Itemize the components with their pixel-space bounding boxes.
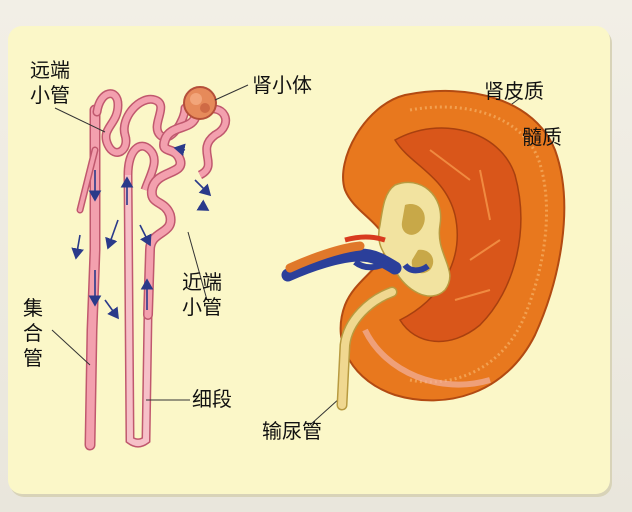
renal-artery xyxy=(345,237,385,240)
label-collecting-duct: 集合管 xyxy=(20,296,46,371)
label-distal-tubule: 远端小管 xyxy=(24,58,76,108)
label-renal-cortex: 肾皮质 xyxy=(484,78,544,104)
label-thin-segment: 细段 xyxy=(192,386,232,412)
label-renal-corpuscle: 肾小体 xyxy=(252,72,312,98)
label-proximal-tubule: 近端小管 xyxy=(176,270,228,320)
label-renal-medulla: 髓质 xyxy=(522,124,562,150)
label-ureter: 输尿管 xyxy=(262,418,322,444)
